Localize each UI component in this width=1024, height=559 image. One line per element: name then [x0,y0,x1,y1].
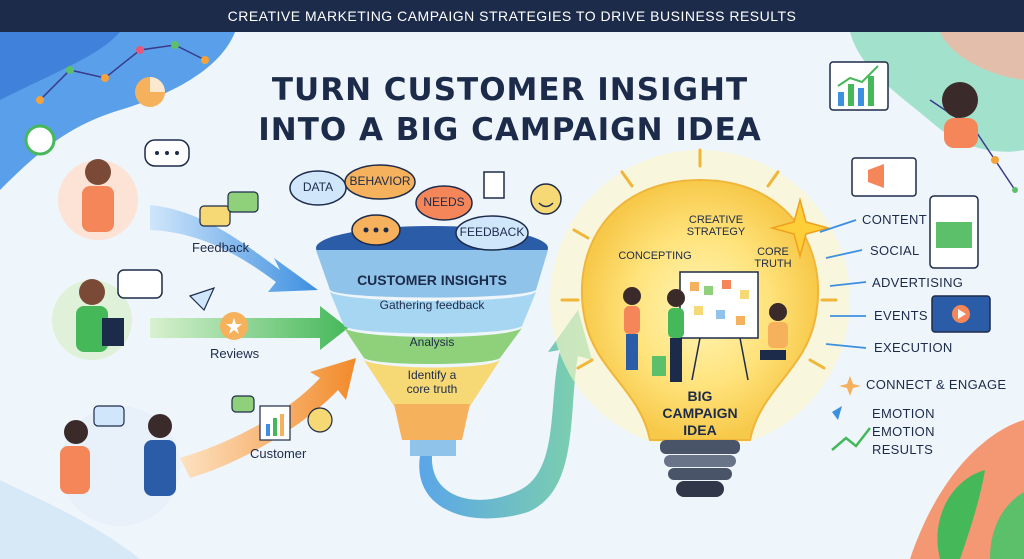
source-customer-label: Customer [250,446,307,461]
output-connect: CONNECT & ENGAGE [866,377,1007,392]
behavior-bubble [344,164,416,200]
plant-icon [652,356,666,376]
idea-bulb [550,148,850,497]
title-line-2: INTO A BIG CAMPAIGN IDEA [258,112,762,148]
big-line-1: BIG [687,388,713,404]
page-title: TURN CUSTOMER INSIGHT INTO A BIG CAMPAIG… [220,70,800,150]
input-feedback-label: FEEDBACK [459,225,525,239]
funnel-stage-analysis: Analysis [409,335,455,349]
core-truth-line-1: Identify a [407,368,457,382]
output-emotion-2: EMOTION [872,424,935,439]
core-line-2: TRUTH [754,258,792,270]
chat-icon [231,395,255,413]
growth-icon [831,427,871,451]
chat-icon [93,405,125,427]
title-line-1: TURN CUSTOMER INSIGHT [271,72,749,108]
leaf-icon [937,470,985,559]
funnel-stage-core-truth: Identify a core truth [392,368,472,396]
core-truth-label: CORE TRUTH [748,246,798,270]
message-icon [227,191,259,213]
person-icon [769,303,787,321]
output-execution: EXECUTION [874,340,953,355]
creative-line-1: CREATIVE [688,214,744,226]
sparkle-icon [839,376,861,396]
core-line-1: CORE [757,246,789,258]
bar-chart-icon [829,61,889,111]
person-icon [623,287,641,305]
feedback-bubble [455,215,529,251]
big-line-2: CAMPAIGN [662,405,738,421]
document-icon [483,171,505,199]
emotion-icon [832,406,842,420]
funnel-heading: CUSTOMER INSIGHTS [357,272,507,288]
message-icon [199,205,231,227]
insights-funnel [289,164,562,456]
source-reviews-label: Reviews [210,346,260,361]
creative-line-2: STRATEGY [686,226,746,238]
output-emotion-1: EMOTION [872,406,935,421]
output-social: SOCIAL [870,243,920,258]
feedback-arrow [150,205,318,292]
core-truth-line-2: core truth [406,382,458,396]
reviews-arrow [150,306,348,350]
person-icon [942,82,978,118]
output-advertising: ADVERTISING [872,275,964,290]
output-content: CONTENT [862,212,927,227]
big-idea-label: BIG CAMPAIGN IDEA [650,388,750,439]
creative-strategy-label: CREATIVE STRATEGY [676,214,756,238]
banner: CREATIVE MARKETING CAMPAIGN STRATEGIES T… [0,0,1024,32]
gear-icon [307,407,333,433]
concepting-label: CONCEPTING [618,250,692,262]
input-behavior-label: BEHAVIOR [349,174,411,188]
customer-people [52,159,180,526]
loop-arrow [419,310,592,519]
input-needs-label: NEEDS [423,195,465,209]
donut-icon [24,124,56,156]
funnel-stage-gathering: Gathering feedback [379,298,485,312]
output-results: RESULTS [872,442,934,457]
output-arrows [819,219,867,349]
data-bubble [289,170,347,206]
smiley-icon [530,183,562,215]
source-feedback-label: Feedback [192,240,250,255]
input-data-label: DATA [302,180,334,194]
star-icon [769,197,831,259]
needs-bubble [415,185,473,221]
output-events: EVENTS [874,308,928,323]
big-line-3: IDEA [683,422,717,438]
customer-arrow [180,358,356,478]
whiteboard [679,271,759,339]
send-icon [188,286,216,312]
person-icon [667,289,685,307]
chat-icon [117,269,163,299]
